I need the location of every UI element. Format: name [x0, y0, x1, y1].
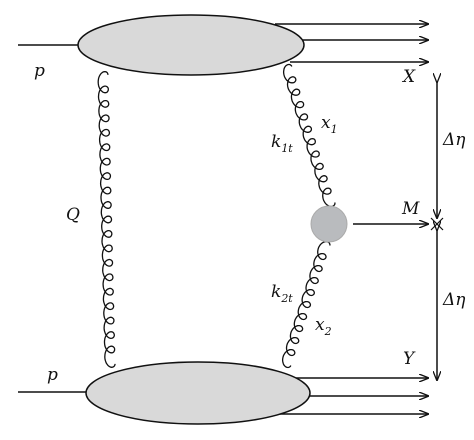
- label-system-x: X: [401, 67, 416, 87]
- label-pomeron-q: Q: [66, 205, 80, 225]
- central-system-blob: [310, 205, 348, 243]
- proton-blob-top: [77, 14, 305, 76]
- label-central-m: M: [401, 199, 420, 219]
- pomeron-gluon-line: [97, 71, 116, 368]
- label-proton-bottom: p: [47, 365, 58, 385]
- gluon-k1-line: [282, 63, 336, 208]
- label-k1t: k1t: [271, 132, 293, 155]
- label-system-y: Y: [403, 349, 416, 369]
- label-gap-upper: Δη: [442, 130, 466, 150]
- rapidity-gap-divider-b: [430, 217, 444, 231]
- label-k2t: k2t: [271, 282, 293, 305]
- gluon-k2-line: [281, 240, 331, 369]
- label-x1: x1: [321, 113, 338, 136]
- label-x2: x2: [315, 315, 332, 338]
- proton-blob-bottom: [85, 361, 311, 425]
- label-gap-lower: Δη: [442, 290, 466, 310]
- label-proton-top: p: [34, 61, 45, 81]
